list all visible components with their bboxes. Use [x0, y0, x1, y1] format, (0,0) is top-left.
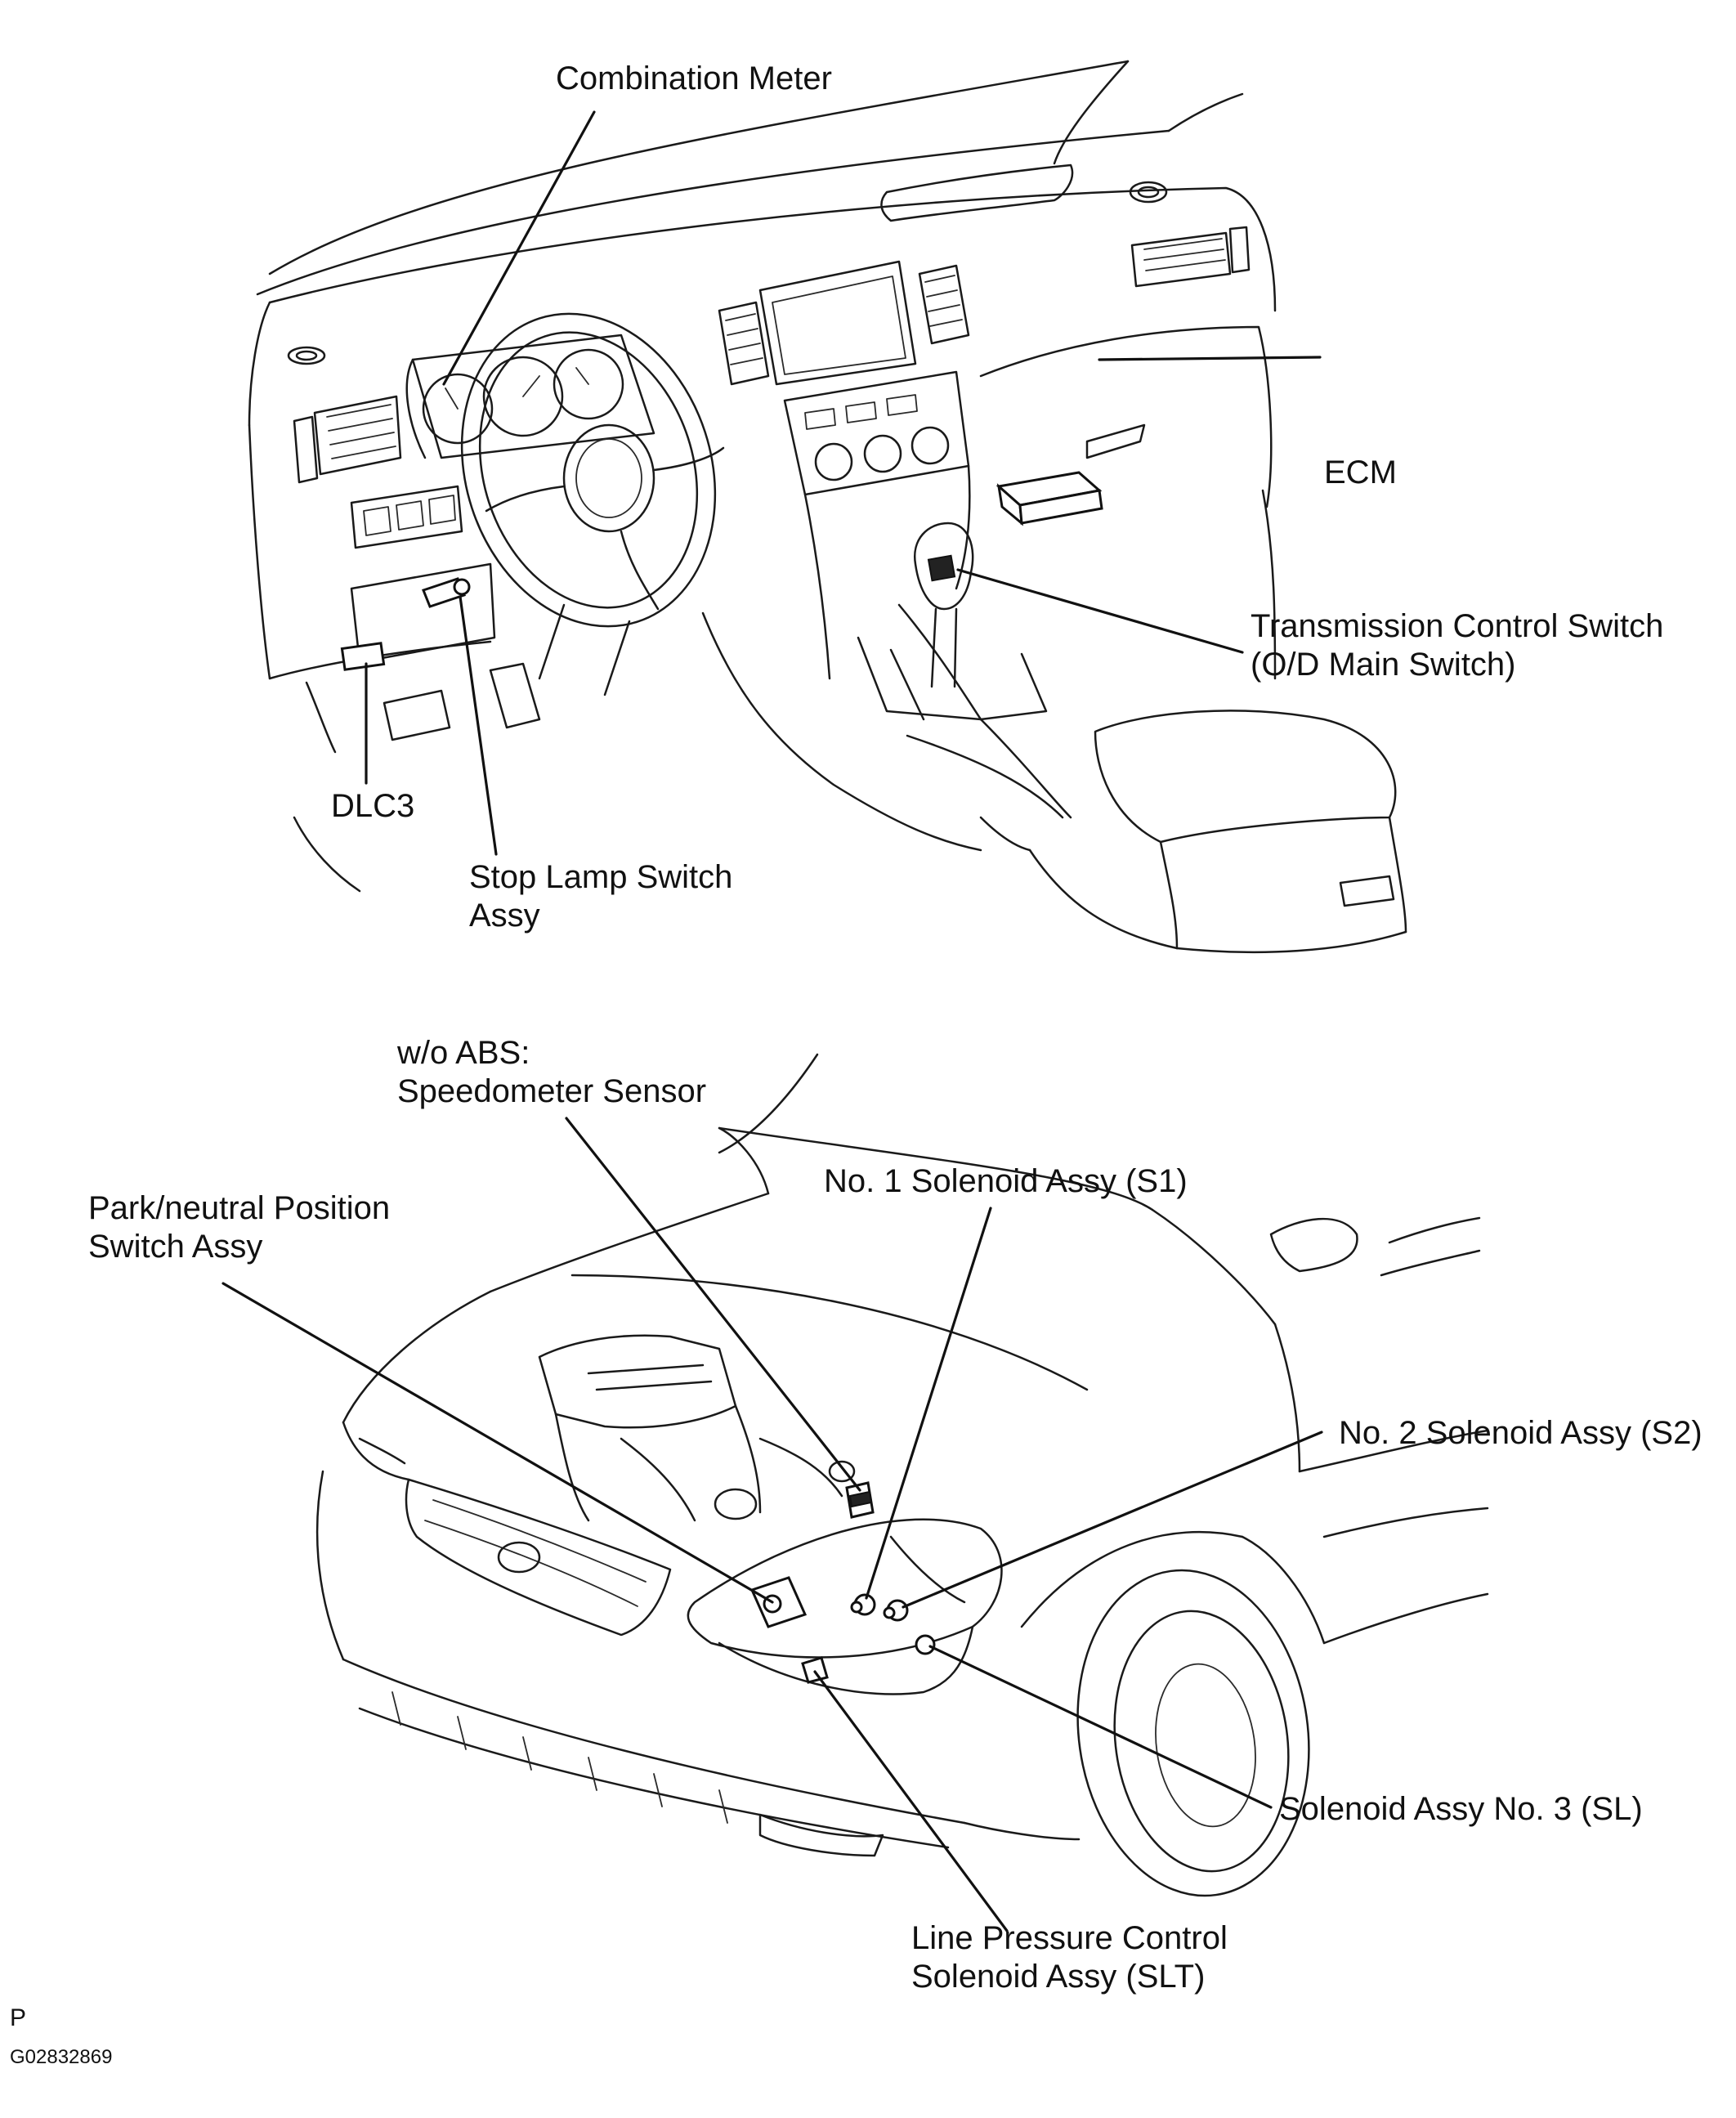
vehicle-illustration: [315, 1053, 1489, 1897]
label-line: Assy: [469, 898, 540, 934]
label-line: w/o ABS:: [397, 1035, 530, 1071]
label-line: (O/D Main Switch): [1251, 647, 1516, 683]
label-park-neutral-switch: Park/neutral Position Switch Assy: [88, 1189, 390, 1266]
label-line: Line Pressure Control: [911, 1920, 1228, 1956]
dashboard-illustration: [248, 60, 1407, 954]
label-speedometer-sensor: w/o ABS: Speedometer Sensor: [397, 1034, 706, 1111]
label-line: Park/neutral Position: [88, 1190, 391, 1226]
label-line-pressure-solenoid: Line Pressure Control Solenoid Assy (SLT…: [911, 1919, 1228, 1996]
label-line: Stop Lamp Switch: [469, 859, 733, 895]
label-line: Speedometer Sensor: [397, 1073, 707, 1109]
label-no2-solenoid: No. 2 Solenoid Assy (S2): [1339, 1415, 1702, 1451]
label-no3-solenoid: Solenoid Assy No. 3 (SL): [1279, 1791, 1643, 1827]
label-ecm: ECM: [1324, 454, 1397, 490]
figure-code: G02832869: [10, 2046, 113, 2068]
label-line: Switch Assy: [88, 1229, 263, 1265]
page-marker: P: [10, 2004, 27, 2031]
label-dlc3: DLC3: [331, 788, 415, 824]
label-line: Solenoid Assy (SLT): [911, 1959, 1206, 1995]
label-line: Transmission Control Switch: [1251, 608, 1664, 644]
label-no1-solenoid: No. 1 Solenoid Assy (S1): [824, 1163, 1188, 1199]
label-transmission-control-switch: Transmission Control Switch (O/D Main Sw…: [1251, 607, 1663, 684]
leader-lines: [221, 110, 1323, 1932]
label-combination-meter: Combination Meter: [556, 60, 832, 96]
label-stop-lamp-switch: Stop Lamp Switch Assy: [469, 858, 732, 935]
